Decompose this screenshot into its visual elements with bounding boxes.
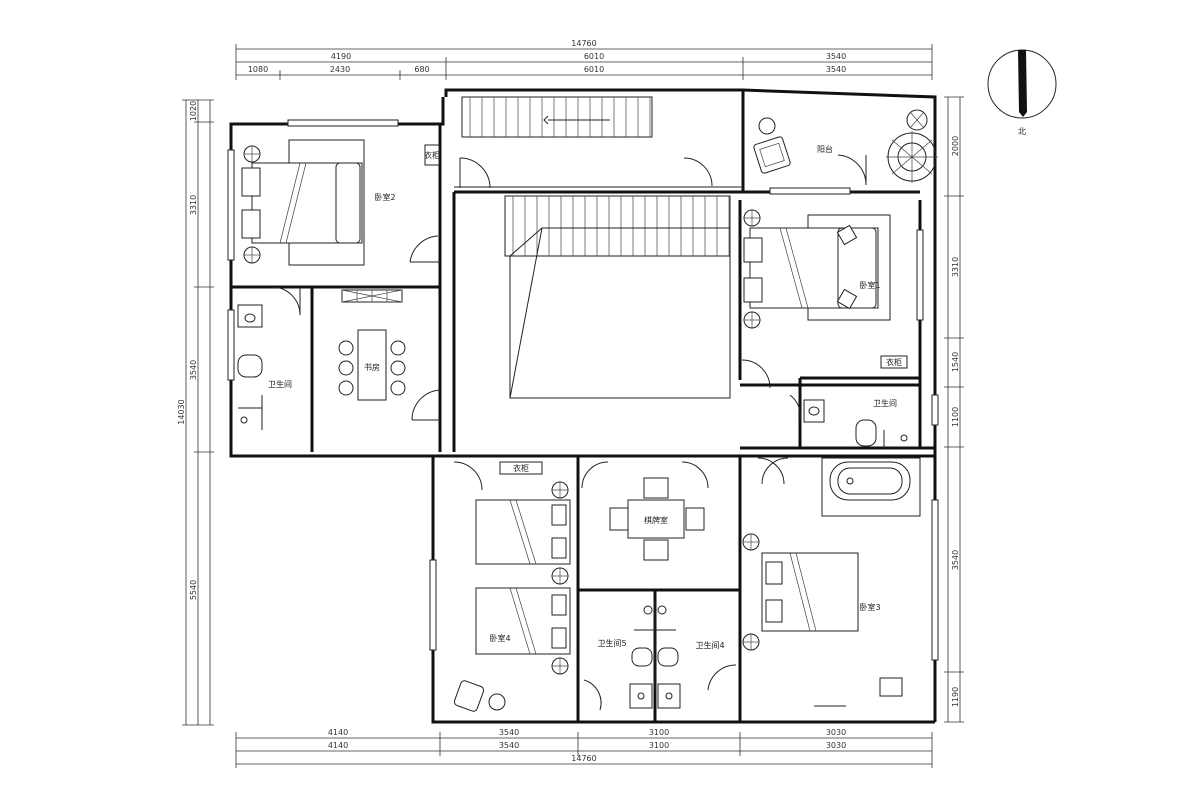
bath-5-and-4: 卫生间5 卫生间4 (583, 600, 737, 711)
room-label-bedroom3: 卧室3 (859, 602, 880, 612)
dim-top-seg-3: 3540 (826, 52, 846, 61)
bedroom-4: 衣柜 卧室4 (453, 461, 571, 712)
dim-right-seg-5: 3540 (951, 550, 960, 570)
dim-bottom-seg-3: 3100 (649, 728, 669, 737)
dim-bottom-total: 14760 (571, 754, 596, 763)
dim-bottom-seg2-4: 3030 (826, 741, 846, 750)
dim-top-sub-1: 1080 (248, 65, 268, 74)
room-label-study: 书房 (364, 362, 380, 372)
plant-icon (886, 109, 938, 183)
dim-bottom-seg-2: 3540 (499, 728, 519, 737)
dim-right-seg-3: 1540 (951, 352, 960, 372)
bedroom-2: 衣柜 卧室2 (241, 139, 440, 266)
dim-bottom-seg-4: 3030 (826, 728, 846, 737)
bathroom-left: 卫生间 (237, 286, 301, 430)
dim-top-total: 14760 (571, 39, 596, 48)
room-label-bedroom1: 卧室1 (859, 280, 880, 290)
dim-right-seg-1: 2000 (951, 136, 960, 156)
tea-room: 棋牌室 (581, 461, 709, 561)
windows (227, 119, 939, 661)
room-label-bath-left: 卫生间 (268, 379, 292, 389)
room-label-bath-right: 卫生间 (873, 398, 897, 408)
dim-top-sub-2: 2430 (330, 65, 350, 74)
room-label-bedroom4: 卧室4 (489, 633, 510, 643)
dim-left-seg-3: 3540 (189, 360, 198, 380)
dim-left-seg-1: 1020 (189, 101, 198, 121)
dim-left-total: 14030 (177, 399, 186, 424)
dim-top-sub-5: 3540 (826, 65, 846, 74)
dim-bottom-seg-1: 4140 (328, 728, 348, 737)
walls (229, 88, 937, 724)
dim-top-seg-2: 6010 (584, 52, 604, 61)
dim-left-seg-4: 5540 (189, 580, 198, 600)
compass: 北 (987, 49, 1057, 136)
bedroom-1: 衣柜 卧室1 (741, 209, 908, 389)
dim-bottom-seg2-2: 3540 (499, 741, 519, 750)
room-label-bedroom2: 卧室2 (374, 192, 395, 202)
dim-right-seg-2: 3310 (951, 257, 960, 277)
north-arrow-icon (1018, 50, 1027, 117)
room-label-balcony: 阳台 (817, 144, 833, 154)
dim-top-sub-4: 6010 (584, 65, 604, 74)
study: 书房 (338, 289, 441, 421)
dim-bottom-seg2-1: 4140 (328, 741, 348, 750)
dimension-lines (182, 44, 964, 768)
closet-label: 衣柜 (513, 463, 529, 473)
closet-label: 衣柜 (424, 150, 440, 160)
dim-bottom-seg2-3: 3100 (649, 741, 669, 750)
dim-right-seg-6: 1190 (951, 687, 960, 707)
compass-north-label: 北 (1018, 127, 1026, 136)
dim-right-seg-4: 1100 (951, 407, 960, 427)
bathroom-right: 卫生间 (789, 394, 908, 448)
dim-left-seg-2: 3310 (189, 195, 198, 215)
dim-top-seg-1: 4190 (331, 52, 351, 61)
room-label-tea-room: 棋牌室 (644, 515, 668, 525)
dim-top-sub-3: 680 (414, 65, 429, 74)
room-label-bath5: 卫生间5 (597, 638, 626, 648)
bedroom-3: 卧室3 (742, 457, 921, 707)
dimension-labels: 14760 4190 6010 3540 1080 2430 680 6010 … (177, 39, 960, 763)
staircase (459, 96, 731, 399)
room-label-bath4: 卫生间4 (695, 640, 724, 650)
balcony: 阳台 (753, 109, 938, 186)
closet-label: 衣柜 (886, 357, 902, 367)
